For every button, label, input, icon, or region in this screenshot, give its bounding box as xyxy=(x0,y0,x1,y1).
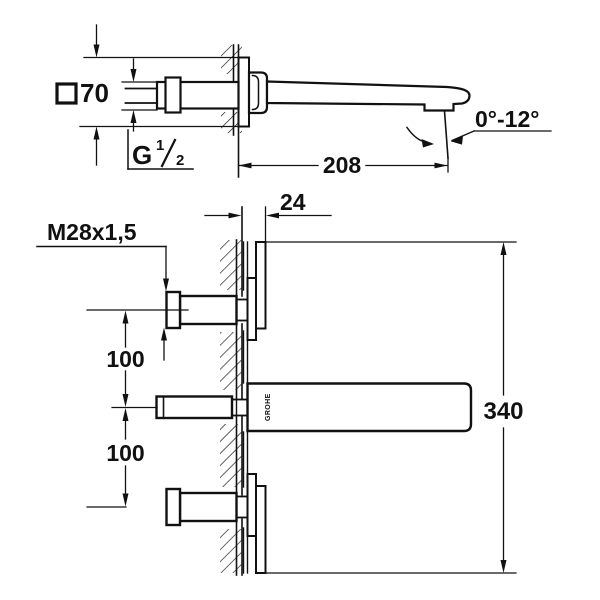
handle-side-view xyxy=(124,76,240,114)
spout-side-view xyxy=(247,71,471,159)
dim-square-70: 70 xyxy=(55,24,240,166)
arrowhead-right xyxy=(434,162,448,169)
arrowhead-up xyxy=(122,310,129,324)
thread-spec-label: M28x1,5 xyxy=(47,219,137,245)
arrowhead-down xyxy=(122,394,129,407)
top-view: 70 G 1 2 208 xyxy=(55,24,552,178)
thread-denominator: 2 xyxy=(176,152,184,169)
escutcheon-flange xyxy=(237,56,250,128)
valve-top xyxy=(165,290,249,330)
dim-height-340: 340 xyxy=(264,241,524,574)
spout-length-label: 208 xyxy=(323,152,362,178)
arrowhead-up xyxy=(130,110,137,123)
water-stream-line xyxy=(443,110,449,159)
arrowhead-right xyxy=(228,212,242,219)
dim-length-208: 208 xyxy=(237,152,449,178)
arrowhead-left xyxy=(266,212,279,219)
brand-text: GROHE xyxy=(265,393,272,421)
overall-height-label: 340 xyxy=(483,398,523,425)
spout-front-view: GROHE xyxy=(246,382,473,433)
valve-middle-lever xyxy=(155,395,249,420)
bottom-view: GROHE M28x1,5 24 xyxy=(36,189,524,576)
thread-letter: G xyxy=(132,140,152,170)
thread-numerator: 1 xyxy=(156,137,164,154)
square-size-label: 70 xyxy=(80,78,109,108)
cover-plate-bottom xyxy=(246,473,267,574)
arrowhead-up xyxy=(500,242,507,255)
dim-depth-24: 24 xyxy=(204,189,332,243)
dim-thread-m28: M28x1,5 xyxy=(36,219,169,361)
dim-angle: 0°-12° xyxy=(405,106,552,148)
arrowhead-down xyxy=(500,560,507,573)
arrowhead-down xyxy=(163,278,169,292)
wall-section-top xyxy=(221,44,242,178)
spacing-top-label: 100 xyxy=(106,346,144,372)
arrowhead-arc xyxy=(421,139,434,148)
mounting-depth-label: 24 xyxy=(280,189,306,215)
square-symbol-icon xyxy=(55,82,78,105)
arrowhead-left xyxy=(238,162,252,169)
wall-section-bottom xyxy=(220,206,243,576)
arrowhead-up xyxy=(161,327,167,341)
arrowhead-down xyxy=(122,493,129,507)
arrowhead-up xyxy=(93,126,100,140)
spacing-bottom-label: 100 xyxy=(106,440,144,466)
arrowhead-left xyxy=(450,136,463,145)
cover-plate-top xyxy=(246,241,267,341)
dim-thread-g12: G 1 2 xyxy=(121,58,194,170)
fraction-slash xyxy=(160,138,177,168)
valve-bottom xyxy=(165,487,249,527)
arrowhead-up xyxy=(122,408,129,421)
arrowhead-down xyxy=(93,44,100,58)
aerator-angle-label: 0°-12° xyxy=(475,106,539,132)
dim-spacing-100-lower: 100 xyxy=(106,408,145,507)
centerlines xyxy=(86,309,189,508)
dim-spacing-100-upper: 100 xyxy=(106,310,145,407)
arrowhead-down xyxy=(130,69,137,82)
